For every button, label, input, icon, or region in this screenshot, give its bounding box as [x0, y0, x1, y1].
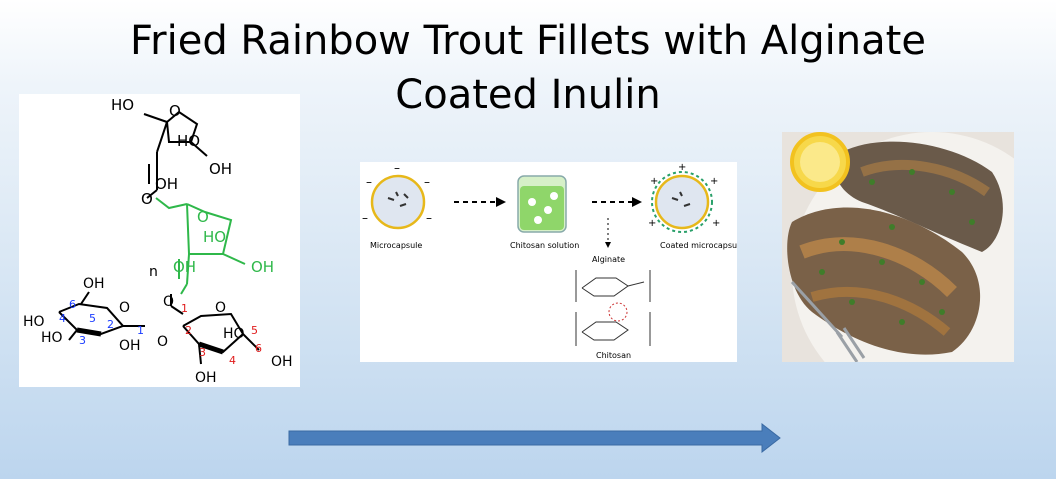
svg-text:–: – — [424, 175, 430, 189]
label-coated-microcapsule: Coated microcapsule — [660, 241, 737, 250]
fructose-carbon-numbers: 1 2 3 4 5 6 — [181, 302, 262, 367]
svg-text:4: 4 — [59, 312, 66, 325]
inulin-structure-panel: HO O HO OH OH O O HO OH OH n O OH O HO H… — [19, 94, 300, 387]
label-ho-ring1: HO — [177, 132, 200, 150]
label-oh-fructose-bottom: OH — [195, 370, 217, 386]
label-ho-glucose-left: HO — [23, 314, 45, 330]
svg-text:+: + — [710, 176, 718, 187]
inulin-structure-drawing: HO O HO OH OH O O HO OH OH n O OH O HO H… — [23, 96, 293, 386]
label-chitosan-solution: Chitosan solution — [510, 241, 579, 250]
trout-fillets-illustration — [782, 132, 1014, 362]
label-o-fructose-ring: O — [215, 300, 226, 316]
beaker-icon — [517, 175, 567, 233]
label-oh-green-b: OH — [173, 258, 196, 276]
label-oh-ring1: OH — [209, 160, 232, 178]
label-o-top-ring: O — [169, 102, 181, 120]
svg-text:1: 1 — [181, 302, 188, 315]
svg-text:+: + — [650, 176, 658, 187]
svg-text:+: + — [712, 218, 720, 229]
svg-text:+: + — [648, 218, 656, 229]
label-chitosan: Chitosan — [596, 351, 631, 360]
microcapsule-icon: – – – – – — [362, 162, 432, 230]
label-o-link1: O — [141, 190, 153, 208]
svg-text:4: 4 — [229, 354, 236, 367]
title-line-1: Fried Rainbow Trout Fillets with Alginat… — [130, 18, 926, 64]
svg-text:5: 5 — [251, 324, 258, 337]
svg-text:6: 6 — [255, 342, 262, 355]
svg-text:–: – — [394, 162, 400, 175]
svg-text:–: – — [366, 175, 372, 189]
svg-text:5: 5 — [89, 312, 96, 325]
label-alginate: Alginate — [592, 255, 625, 264]
coating-process-drawing: – – – – – Microcapsule Chitosan solution — [362, 162, 737, 360]
page-title: Fried Rainbow Trout Fillets with Alginat… — [0, 14, 1056, 122]
label-oh-glucose-top: OH — [83, 276, 105, 292]
fork-icon — [790, 280, 866, 362]
svg-text:–: – — [426, 211, 432, 225]
svg-text:–: – — [362, 211, 368, 225]
label-o-glucose-ring: O — [119, 300, 130, 316]
svg-text:6: 6 — [69, 298, 76, 311]
label-microcapsule: Microcapsule — [370, 241, 422, 250]
process-flow-arrow — [288, 422, 782, 454]
label-n-repeat: n — [149, 264, 158, 280]
label-oh-green: OH — [251, 258, 274, 276]
label-o-link2: O — [163, 294, 174, 310]
fructose-repeat-unit — [155, 197, 246, 295]
label-oh-ring1-b: OH — [155, 175, 178, 193]
label-o-glycosidic: O — [157, 334, 168, 350]
label-ho-fructose: HO — [223, 326, 245, 342]
svg-text:2: 2 — [185, 324, 192, 337]
svg-text:1: 1 — [137, 324, 144, 337]
fried-trout-photo — [782, 132, 1014, 362]
svg-text:3: 3 — [199, 346, 206, 359]
label-ho-top: HO — [111, 96, 134, 114]
lemon-slice-icon — [790, 132, 850, 192]
label-oh-fructose-right: OH — [271, 354, 293, 370]
title-line-2: Coated Inulin — [395, 72, 661, 118]
label-oh-glucose-bottom: OH — [119, 338, 141, 354]
alginate-chitosan-structure — [575, 270, 651, 346]
label-ho-green: HO — [203, 228, 226, 246]
coating-process-panel: – – – – – Microcapsule Chitosan solution — [360, 162, 737, 362]
label-ho-glucose-low: HO — [41, 330, 63, 346]
svg-text:2: 2 — [107, 318, 114, 331]
label-o-green-ring: O — [197, 208, 209, 226]
svg-text:3: 3 — [79, 334, 86, 347]
coated-microcapsule-icon: + + + + + — [648, 162, 720, 233]
glucose-carbon-numbers: 6 5 4 3 2 1 — [59, 298, 144, 347]
svg-text:+: + — [678, 162, 686, 173]
